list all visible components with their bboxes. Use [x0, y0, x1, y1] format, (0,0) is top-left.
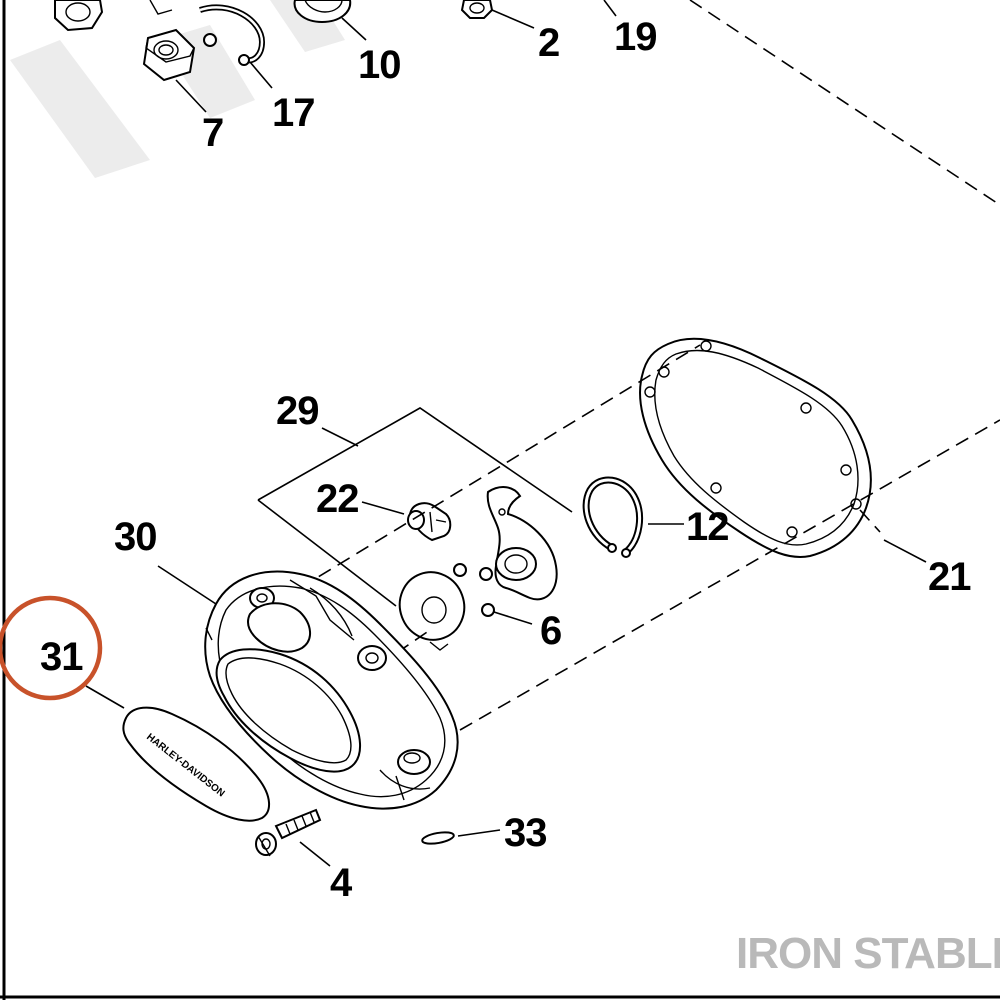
callout-12: 12 — [686, 505, 729, 549]
bolt-2-part — [460, 0, 494, 19]
callout-21: 21 — [928, 555, 971, 599]
hex-nut-7-part — [142, 28, 196, 82]
assembly-axis-top — [689, 0, 1000, 206]
retaining-ring-17-part — [149, 0, 266, 66]
ramp-disc-part — [398, 571, 466, 651]
top-nut-part — [54, 0, 104, 32]
callout-31: 31 — [40, 635, 83, 679]
callout-31-highlight-circle — [0, 595, 103, 701]
coupling-22-part — [407, 502, 452, 542]
emblem-31-part: HARLEY-DAVIDSON — [122, 706, 270, 822]
o-ring-33-part — [421, 831, 455, 845]
callout-7: 7 — [202, 111, 223, 155]
gasket-21-part — [639, 337, 872, 558]
callout-33: 33 — [504, 811, 547, 855]
bearing-10-part — [293, 0, 352, 24]
callout-22: 22 — [316, 477, 359, 521]
retaining-ring-12-part — [582, 476, 643, 558]
watermark-text: IRON STABLE — [736, 929, 1000, 978]
callout-29: 29 — [276, 389, 319, 433]
callout-17: 17 — [272, 91, 315, 135]
transmission-cover-30-part — [204, 570, 459, 810]
ball-bearings-6-part — [453, 563, 495, 617]
callout-4: 4 — [330, 861, 353, 905]
callout-19: 19 — [614, 15, 657, 59]
callout-2: 2 — [538, 21, 559, 65]
callout-6: 6 — [540, 609, 561, 653]
callout-10: 10 — [358, 43, 401, 87]
background-watermark-shapes — [10, 0, 345, 178]
ramp-actuator-part — [486, 486, 558, 601]
screw-4-part — [255, 808, 322, 857]
callout-30: 30 — [114, 515, 157, 559]
